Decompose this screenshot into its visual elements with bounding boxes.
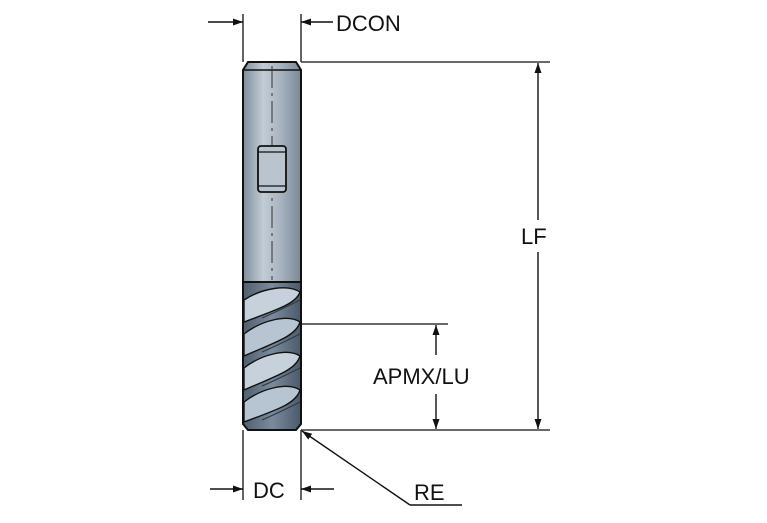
dc-label: DC	[253, 478, 285, 503]
helical-flutes	[243, 287, 301, 424]
re-label: RE	[414, 480, 445, 505]
dcon-dimension: DCON	[208, 11, 401, 62]
dcon-label: DCON	[336, 11, 401, 36]
re-leader-line	[301, 430, 411, 506]
apmx-lu-dimension: APMX/LU	[301, 323, 470, 429]
weldon-flat	[257, 145, 287, 193]
end-mill-tool	[242, 61, 302, 431]
lf-dimension: LF	[301, 61, 550, 431]
dc-dimension: DC	[210, 430, 334, 503]
apmx-lu-label: APMX/LU	[373, 364, 470, 389]
lf-label: LF	[521, 224, 547, 249]
re-leader: RE	[301, 430, 462, 506]
